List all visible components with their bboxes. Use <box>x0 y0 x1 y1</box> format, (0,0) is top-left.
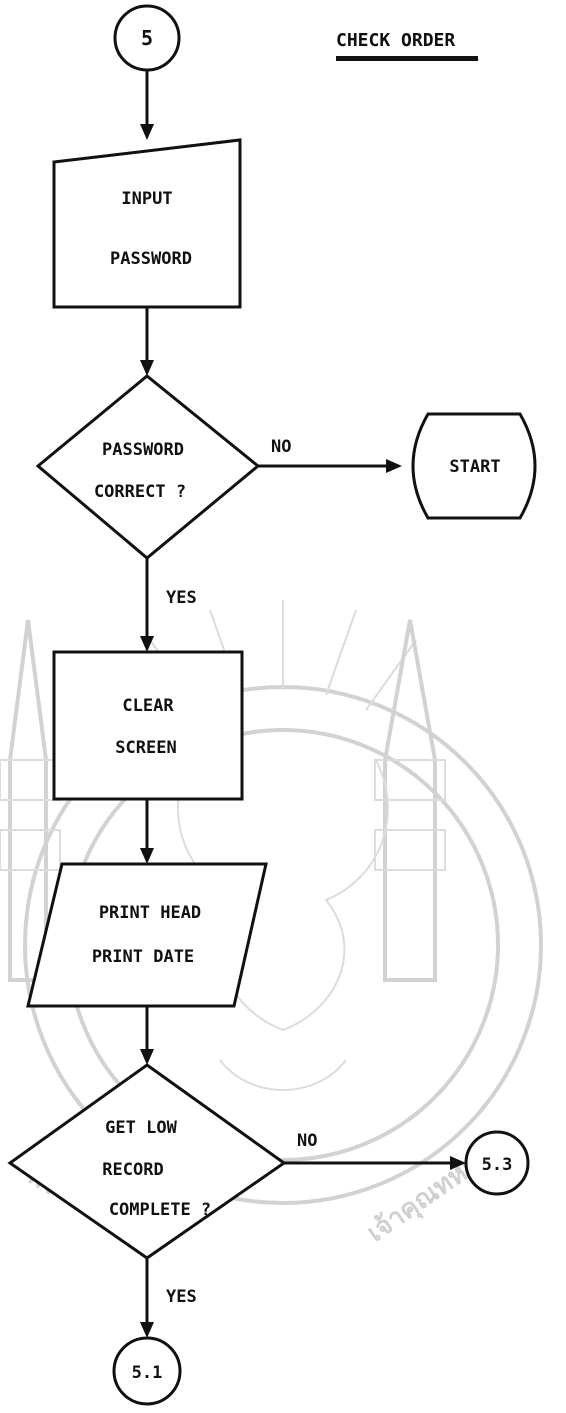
clear-screen-line-1: CLEAR <box>122 696 174 716</box>
arrowhead-icon <box>140 124 154 140</box>
arrowhead-icon <box>140 1322 154 1338</box>
connector-5-3-label: 5.3 <box>482 1155 513 1175</box>
page-title: CHECK ORDER <box>336 30 455 51</box>
connector-5[interactable]: 5 <box>113 4 181 72</box>
password-decision-line-1: PASSWORD <box>102 440 184 460</box>
print-io-line-2: PRINT DATE <box>92 947 194 967</box>
flow-edges <box>140 70 466 1338</box>
arrowhead-icon <box>386 459 402 473</box>
password-no-label: NO <box>271 437 291 457</box>
password-yes-label: YES <box>166 588 197 608</box>
start-terminal[interactable]: START <box>411 412 537 520</box>
arrowhead-icon <box>140 1049 154 1065</box>
arrowhead-icon <box>140 360 154 376</box>
record-decision-line-1: GET LOW <box>105 1118 177 1138</box>
record-decision-line-2: RECORD <box>102 1160 163 1180</box>
arrowhead-icon <box>140 636 154 652</box>
password-decision-line-2: CORRECT ? <box>94 482 186 502</box>
clear-screen-process[interactable]: CLEAR SCREEN <box>52 650 244 801</box>
print-head-date-io[interactable]: PRINT HEAD PRINT DATE <box>26 862 268 1008</box>
seal-right-pagoda-icon <box>374 619 446 982</box>
arrowhead-icon <box>140 848 154 864</box>
get-low-record-decision[interactable]: GET LOW RECORD COMPLETE ? <box>7 1063 287 1260</box>
connector-5-3[interactable]: 5.3 <box>464 1130 530 1196</box>
input-password-line-1: INPUT <box>121 189 172 209</box>
record-no-label: NO <box>297 1131 317 1151</box>
connector-5-1-label: 5.1 <box>132 1363 163 1383</box>
arrowhead-icon <box>450 1156 466 1170</box>
password-correct-decision[interactable]: PASSWORD CORRECT ? <box>35 374 261 560</box>
connector-5-label: 5 <box>141 26 153 50</box>
record-decision-line-3: COMPLETE ? <box>109 1200 211 1220</box>
clear-screen-line-2: SCREEN <box>115 738 176 758</box>
input-password-line-2: PASSWORD <box>110 249 192 269</box>
start-label: START <box>449 457 500 477</box>
input-password-node[interactable]: INPUT PASSWORD <box>52 138 242 309</box>
connector-5-1[interactable]: 5.1 <box>112 1336 182 1406</box>
print-io-line-1: PRINT HEAD <box>99 903 201 923</box>
record-yes-label: YES <box>166 1287 197 1307</box>
title-underline <box>336 56 478 61</box>
